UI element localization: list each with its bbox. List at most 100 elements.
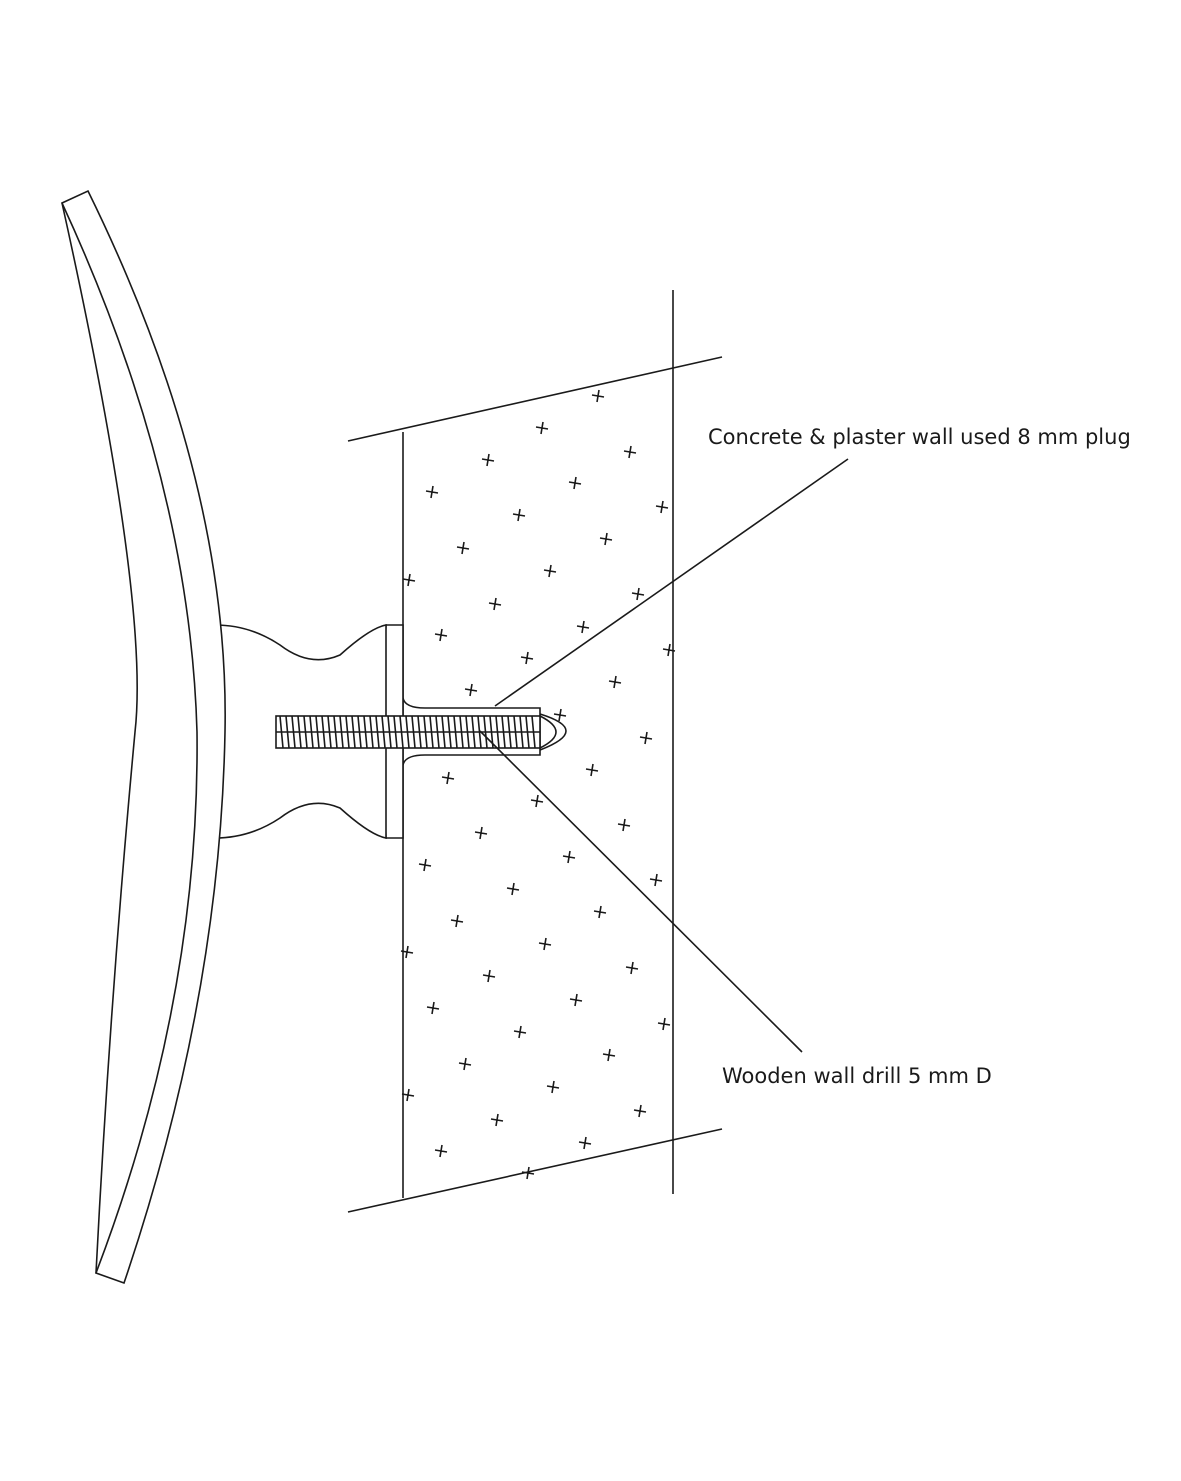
hatch-mark [418, 858, 432, 872]
thread-line [501, 715, 506, 749]
thread-line [429, 715, 434, 749]
cap-inner-edge [61, 202, 138, 1274]
hatch-mark [426, 1001, 440, 1015]
thread-line [405, 715, 410, 749]
hatch-mark [543, 564, 557, 578]
hatch-mark [488, 597, 502, 611]
thread-line [321, 715, 326, 749]
hatch-mark [402, 573, 416, 587]
thread-line [345, 715, 350, 749]
thread-line [441, 715, 446, 749]
plug-tip [539, 713, 567, 751]
hatch-mark [639, 731, 653, 745]
hatch-mark [578, 1136, 592, 1150]
curved-cap [60, 189, 226, 1285]
hatch-mark [535, 421, 549, 435]
hatch-mark [591, 389, 605, 403]
thread-line [393, 715, 398, 749]
drill-label: Wooden wall drill 5 mm D [722, 1064, 992, 1088]
thread-line [381, 715, 386, 749]
hatch-mark [633, 1104, 647, 1118]
hatch-mark [649, 873, 663, 887]
thread-line [459, 715, 464, 749]
hatch-mark [593, 905, 607, 919]
hatch-mark [538, 937, 552, 951]
hatch-mark [456, 541, 470, 555]
hatch-mark [623, 445, 637, 459]
thread-line [351, 715, 356, 749]
hatch-mark [569, 993, 583, 1007]
concrete-hatching [400, 389, 676, 1180]
hatch-mark [553, 708, 567, 722]
thread-line [417, 715, 422, 749]
thread-line [507, 715, 512, 749]
hatch-mark [401, 1088, 415, 1102]
hatch-mark [441, 771, 455, 785]
thread-line [369, 715, 374, 749]
hatch-mark [655, 500, 669, 514]
thread-line [495, 715, 500, 749]
drill-leader-line [479, 730, 803, 1053]
thread-line [411, 715, 416, 749]
thread-line [297, 715, 302, 749]
thread-line [453, 715, 458, 749]
hatch-mark [662, 643, 676, 657]
plug-label: Concrete & plaster wall used 8 mm plug [708, 425, 1131, 449]
thread-line [447, 715, 452, 749]
hatch-mark [464, 683, 478, 697]
thread-line [357, 715, 362, 749]
thread-line [279, 715, 284, 749]
thread-line [519, 715, 524, 749]
thread-line [327, 715, 332, 749]
hatch-mark [608, 675, 622, 689]
thread-line [471, 715, 476, 749]
hatch-mark [625, 961, 639, 975]
hatch-mark [602, 1048, 616, 1062]
hatch-mark [458, 1057, 472, 1071]
hatch-mark [434, 628, 448, 642]
thread-line [513, 715, 518, 749]
hatch-mark [490, 1113, 504, 1127]
thread-line [339, 715, 344, 749]
thread-line [483, 715, 488, 749]
hatch-mark [482, 969, 496, 983]
thread-line [333, 715, 338, 749]
hatch-mark [568, 476, 582, 490]
screw [275, 715, 557, 749]
thread-line [291, 715, 296, 749]
wall-bottom-cut-line [347, 1128, 723, 1213]
thread-line [387, 715, 392, 749]
cap-outline [60, 189, 226, 1285]
hatch-mark [506, 882, 520, 896]
hatch-mark [513, 1025, 527, 1039]
thread-line [423, 715, 428, 749]
hatch-mark [450, 914, 464, 928]
thread-line [465, 715, 470, 749]
hatch-mark [562, 850, 576, 864]
hatch-mark [434, 1144, 448, 1158]
wall-section [347, 290, 723, 1213]
thread-line [477, 715, 482, 749]
wall-top-cut-line [347, 356, 723, 442]
thread-line [531, 715, 536, 749]
thread-line [435, 715, 440, 749]
thread-line [303, 715, 308, 749]
hatch-mark [521, 1166, 535, 1180]
hatch-mark [530, 794, 544, 808]
hatch-mark [546, 1080, 560, 1094]
hatch-mark [576, 620, 590, 634]
hatch-mark [425, 485, 439, 499]
hatch-mark [512, 508, 526, 522]
thread-line [399, 715, 404, 749]
hatch-mark [585, 763, 599, 777]
thread-line [309, 715, 314, 749]
thread-line [285, 715, 290, 749]
hatch-mark [481, 453, 495, 467]
hatch-mark [657, 1017, 671, 1031]
thread-line [363, 715, 368, 749]
hatch-mark [520, 651, 534, 665]
thread-line [315, 715, 320, 749]
thread-line [525, 715, 530, 749]
